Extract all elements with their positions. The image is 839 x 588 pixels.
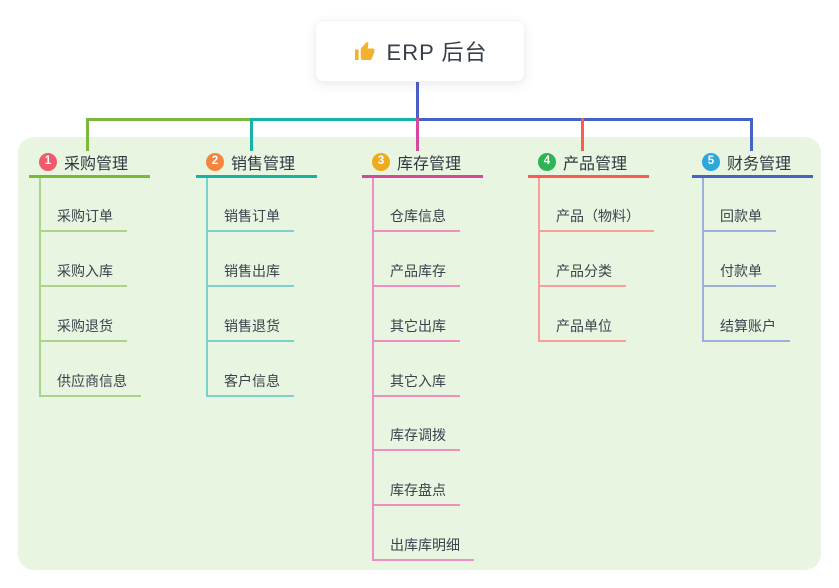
branch-badge-5: 5 <box>702 152 720 171</box>
branch-trunk-line <box>39 178 41 397</box>
branch-drop-line <box>750 118 753 151</box>
branch-node-label: 库存管理 <box>397 155 462 173</box>
branch-drop-line <box>250 118 253 151</box>
branch-trunk-line <box>538 178 540 342</box>
branch-drop-line <box>581 118 584 151</box>
leaf-node-4-1[interactable]: 产品（物料） <box>538 202 654 232</box>
branch-node-label: 销售管理 <box>231 155 296 173</box>
leaf-node-label: 其它入库 <box>390 373 446 389</box>
leaf-node-label: 出库库明细 <box>390 537 460 553</box>
branch-node-label: 采购管理 <box>64 155 129 173</box>
leaf-node-2-2[interactable]: 销售出库 <box>206 257 294 287</box>
branch-trunk-line <box>206 178 208 397</box>
leaf-node-4-3[interactable]: 产品单位 <box>538 312 626 342</box>
leaf-node-label: 采购入库 <box>57 263 113 279</box>
leaf-node-3-5[interactable]: 库存调拨 <box>372 421 460 451</box>
branch-drop-line <box>86 118 89 151</box>
leaf-node-label: 采购订单 <box>57 208 113 224</box>
leaf-node-label: 库存调拨 <box>390 427 446 443</box>
leaf-node-3-6[interactable]: 库存盘点 <box>372 476 460 506</box>
leaf-node-label: 客户信息 <box>224 373 280 389</box>
leaf-node-1-4[interactable]: 供应商信息 <box>39 367 141 397</box>
leaf-node-label: 供应商信息 <box>57 373 127 389</box>
leaf-node-label: 库存盘点 <box>390 482 446 498</box>
branch-node-label: 财务管理 <box>727 155 792 173</box>
leaf-node-1-3[interactable]: 采购退货 <box>39 312 127 342</box>
branch-drop-line <box>416 118 419 151</box>
leaf-node-5-1[interactable]: 回款单 <box>702 202 776 232</box>
bus-segment <box>86 118 253 121</box>
branch-node-2[interactable]: 2 销售管理 <box>196 148 317 178</box>
branches-panel <box>18 137 821 570</box>
bus-segment <box>250 118 419 121</box>
branch-trunk-line <box>702 178 704 342</box>
leaf-node-label: 其它出库 <box>390 318 446 334</box>
leaf-node-label: 销售退货 <box>224 318 280 334</box>
leaf-node-label: 产品库存 <box>390 263 446 279</box>
root-connector-line <box>416 82 419 121</box>
root-node-label: ERP 后台 <box>386 40 488 65</box>
branch-node-5[interactable]: 5 财务管理 <box>692 148 813 178</box>
branch-badge-4: 4 <box>538 152 556 171</box>
branch-trunk-line <box>372 178 374 561</box>
leaf-node-1-1[interactable]: 采购订单 <box>39 202 127 232</box>
branch-node-label: 产品管理 <box>563 155 628 173</box>
leaf-node-1-2[interactable]: 采购入库 <box>39 257 127 287</box>
leaf-node-label: 付款单 <box>720 263 762 279</box>
branch-badge-3: 3 <box>372 152 390 171</box>
leaf-node-5-2[interactable]: 付款单 <box>702 257 776 287</box>
leaf-node-label: 销售订单 <box>224 208 280 224</box>
leaf-node-label: 产品（物料） <box>556 208 640 224</box>
leaf-node-3-1[interactable]: 仓库信息 <box>372 202 460 232</box>
leaf-node-3-3[interactable]: 其它出库 <box>372 312 460 342</box>
leaf-node-3-4[interactable]: 其它入库 <box>372 367 460 397</box>
leaf-node-label: 产品单位 <box>556 318 612 334</box>
branch-node-3[interactable]: 3 库存管理 <box>362 148 483 178</box>
bus-segment <box>416 118 753 121</box>
branch-badge-1: 1 <box>39 152 57 171</box>
leaf-node-2-1[interactable]: 销售订单 <box>206 202 294 232</box>
leaf-node-2-3[interactable]: 销售退货 <box>206 312 294 342</box>
leaf-node-4-2[interactable]: 产品分类 <box>538 257 626 287</box>
leaf-node-3-7[interactable]: 出库库明细 <box>372 531 474 561</box>
leaf-node-label: 回款单 <box>720 208 762 224</box>
leaf-node-5-3[interactable]: 结算账户 <box>702 312 790 342</box>
root-node[interactable]: ERP 后台 <box>315 20 525 82</box>
leaf-node-label: 仓库信息 <box>390 208 446 224</box>
thumbs-up-icon <box>353 39 377 63</box>
leaf-node-label: 采购退货 <box>57 318 113 334</box>
leaf-node-label: 销售出库 <box>224 263 280 279</box>
leaf-node-label: 结算账户 <box>720 318 776 334</box>
branch-badge-2: 2 <box>206 152 224 171</box>
leaf-node-2-4[interactable]: 客户信息 <box>206 367 294 397</box>
leaf-node-3-2[interactable]: 产品库存 <box>372 257 460 287</box>
branch-node-4[interactable]: 4 产品管理 <box>528 148 649 178</box>
branch-node-1[interactable]: 1 采购管理 <box>29 148 150 178</box>
leaf-node-label: 产品分类 <box>556 263 612 279</box>
